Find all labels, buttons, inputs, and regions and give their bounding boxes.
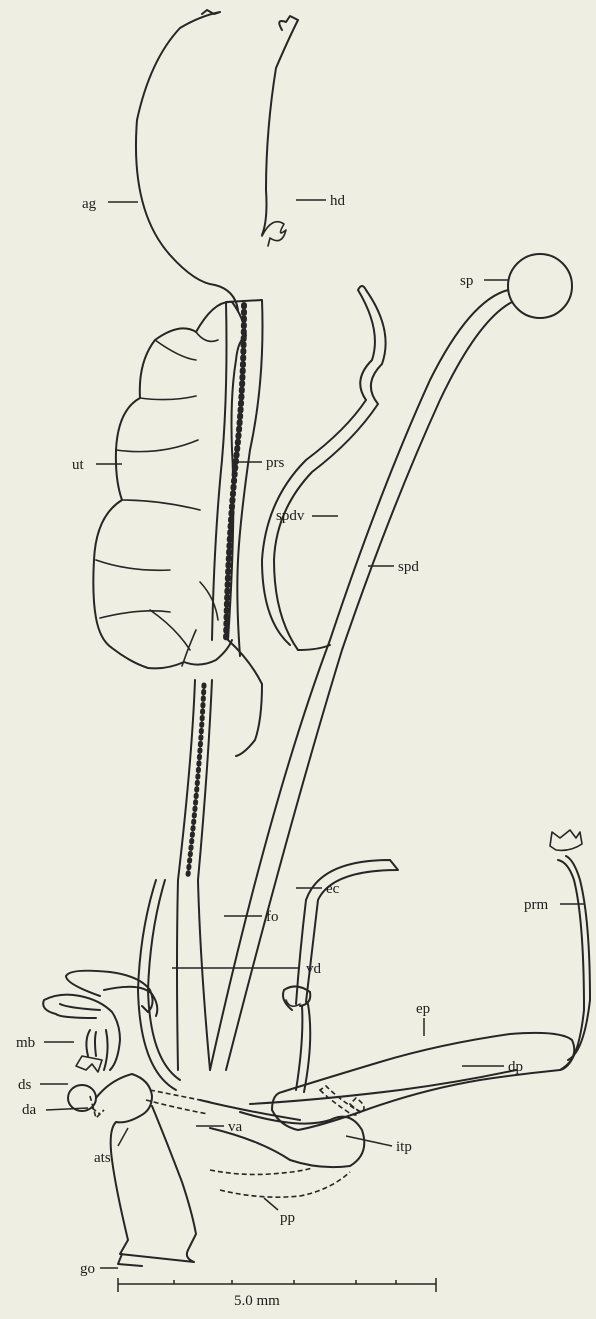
label-mb: mb [16,1035,35,1051]
free-oviduct-band [178,680,212,880]
dart-sac [68,1085,96,1111]
atrial-sac [96,1074,196,1262]
label-vd: vd [306,961,322,977]
label-prm: prm [524,897,548,913]
atrium-dashed [146,1090,210,1114]
label-ats: ats [94,1150,111,1166]
label-da: da [22,1102,37,1118]
label-pp: pp [280,1210,295,1226]
penial-retractor [558,856,590,1070]
prostate-stipple [226,305,244,640]
uterus [93,302,262,756]
label-ep: ep [416,1001,430,1017]
label-spdv: spdv [276,508,305,524]
label-ag: ag [82,196,97,212]
mucous-gland-lower [43,995,120,1070]
label-fo: fo [266,909,279,925]
uterus-folds [96,332,218,666]
vagina [177,880,210,1070]
scale-bar-label: 5.0 mm [234,1293,280,1309]
label-itp: itp [396,1139,412,1155]
label-go: go [80,1261,95,1277]
mucous-duct [86,1030,96,1056]
epiphallic-caecum [283,860,398,1010]
caecum-neck [296,1004,310,1092]
spermatheca [508,254,572,318]
label-hd: hd [330,193,346,209]
internal-penis [320,1086,364,1115]
label-ds: ds [18,1077,32,1093]
albumen-gland [136,10,298,310]
label-sp: sp [460,273,473,289]
epiphallus [272,1033,574,1130]
label-ut: ut [72,457,85,473]
label-spd: spd [398,559,419,575]
mucous-bulb [76,1056,102,1072]
label-prs: prs [266,455,284,471]
penial-papilla [210,1168,350,1197]
spermathecal-duct-junction [298,645,330,650]
leader-lines [40,200,584,1268]
label-ec: ec [326,881,340,897]
label-dp: dp [508,1059,523,1075]
label-va: va [228,1119,243,1135]
scale-bar [118,1278,436,1292]
retractor-tip [550,830,582,850]
